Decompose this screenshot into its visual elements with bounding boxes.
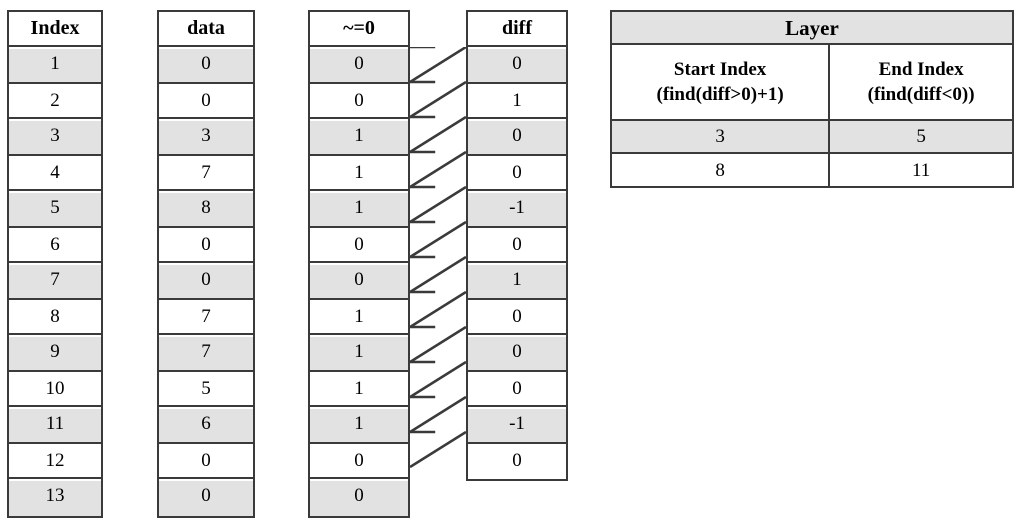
table-row: 1 xyxy=(310,372,408,407)
column-header-diff-label: diff xyxy=(502,17,532,39)
table-row: 1 xyxy=(310,337,408,372)
table-row: 0 xyxy=(468,300,566,335)
table-row: 1 xyxy=(468,84,566,119)
table-row: -1 xyxy=(468,409,566,444)
table-layer: Layer Start Index (find(diff>0)+1) End I… xyxy=(610,10,1014,188)
table-row: 0 xyxy=(159,49,253,84)
table-row: 0 xyxy=(159,228,253,263)
table-row: 12 xyxy=(9,444,101,479)
table-row: 0 xyxy=(310,49,408,84)
table-row: 3 5 xyxy=(612,119,1012,154)
column-header-data: data xyxy=(159,12,253,47)
column-header-index: Index xyxy=(9,12,101,47)
table-row: 7 xyxy=(159,300,253,335)
table-row: 3 xyxy=(9,121,101,156)
table-row: 7 xyxy=(159,337,253,372)
table-row: 0 xyxy=(468,156,566,191)
table-row: 13 xyxy=(9,481,101,516)
table-row: 5 xyxy=(9,193,101,228)
layer-start-value: 8 xyxy=(612,152,831,186)
table-row: 0 xyxy=(468,444,566,479)
table-row: 7 xyxy=(9,265,101,300)
column-header-data-label: data xyxy=(187,17,225,39)
table-data: data 0 0 3 7 8 0 0 7 7 5 6 0 0 xyxy=(157,10,255,518)
table-row: 8 xyxy=(159,193,253,228)
table-row: 0 xyxy=(310,265,408,300)
column-header-nonzero-label: ~=0 xyxy=(343,17,375,39)
layer-header-end-index: End Index (find(diff<0)) xyxy=(828,43,1012,121)
table-row: 1 xyxy=(9,49,101,84)
column-header-nonzero: ~=0 xyxy=(310,12,408,47)
table-row: 7 xyxy=(159,156,253,191)
table-row: 8 xyxy=(9,300,101,335)
table-row: 1 xyxy=(310,300,408,335)
table-row: 6 xyxy=(9,228,101,263)
table-row: 3 xyxy=(159,121,253,156)
table-row: 0 xyxy=(159,265,253,300)
layer-end-value: 5 xyxy=(828,119,1012,154)
zigzag-connector-icon xyxy=(410,47,466,469)
column-header-diff: diff xyxy=(468,12,566,47)
table-row: 1 xyxy=(310,121,408,156)
table-row: 0 xyxy=(468,372,566,407)
table-diff: diff 0 1 0 0 -1 0 1 0 0 0 -1 0 xyxy=(466,10,568,481)
table-row: 10 xyxy=(9,372,101,407)
layer-start-value: 3 xyxy=(612,119,831,154)
layer-end-value: 11 xyxy=(828,152,1012,186)
table-row: 1 xyxy=(468,265,566,300)
layer-title: Layer xyxy=(612,12,1012,45)
table-row: 0 xyxy=(310,228,408,263)
table-row: 1 xyxy=(310,156,408,191)
table-row: 0 xyxy=(468,228,566,263)
table-row: 0 xyxy=(468,49,566,84)
table-row: 0 xyxy=(310,481,408,516)
table-row: 0 xyxy=(310,444,408,479)
table-row: 0 xyxy=(159,84,253,119)
layer-title-label: Layer xyxy=(615,14,1009,41)
table-row: -1 xyxy=(468,193,566,228)
column-header-index-label: Index xyxy=(30,17,80,39)
table-row: 2 xyxy=(9,84,101,119)
table-index: Index 1 2 3 4 5 6 7 8 9 10 11 12 13 xyxy=(7,10,103,518)
table-row: 0 xyxy=(159,481,253,516)
table-row: 9 xyxy=(9,337,101,372)
table-row: 6 xyxy=(159,409,253,444)
table-row: 0 xyxy=(468,121,566,156)
table-row: 0 xyxy=(310,84,408,119)
table-row: 0 xyxy=(159,444,253,479)
table-row: 1 xyxy=(310,193,408,228)
table-row: 5 xyxy=(159,372,253,407)
table-row: 4 xyxy=(9,156,101,191)
table-row: 11 xyxy=(9,409,101,444)
table-row: 8 11 xyxy=(612,152,1012,186)
table-row: 1 xyxy=(310,409,408,444)
layer-header-start-index: Start Index (find(diff>0)+1) xyxy=(612,43,831,121)
table-row: 0 xyxy=(468,337,566,372)
table-nonzero-mask: ~=0 0 0 1 1 1 0 0 1 1 1 1 0 0 xyxy=(308,10,410,518)
